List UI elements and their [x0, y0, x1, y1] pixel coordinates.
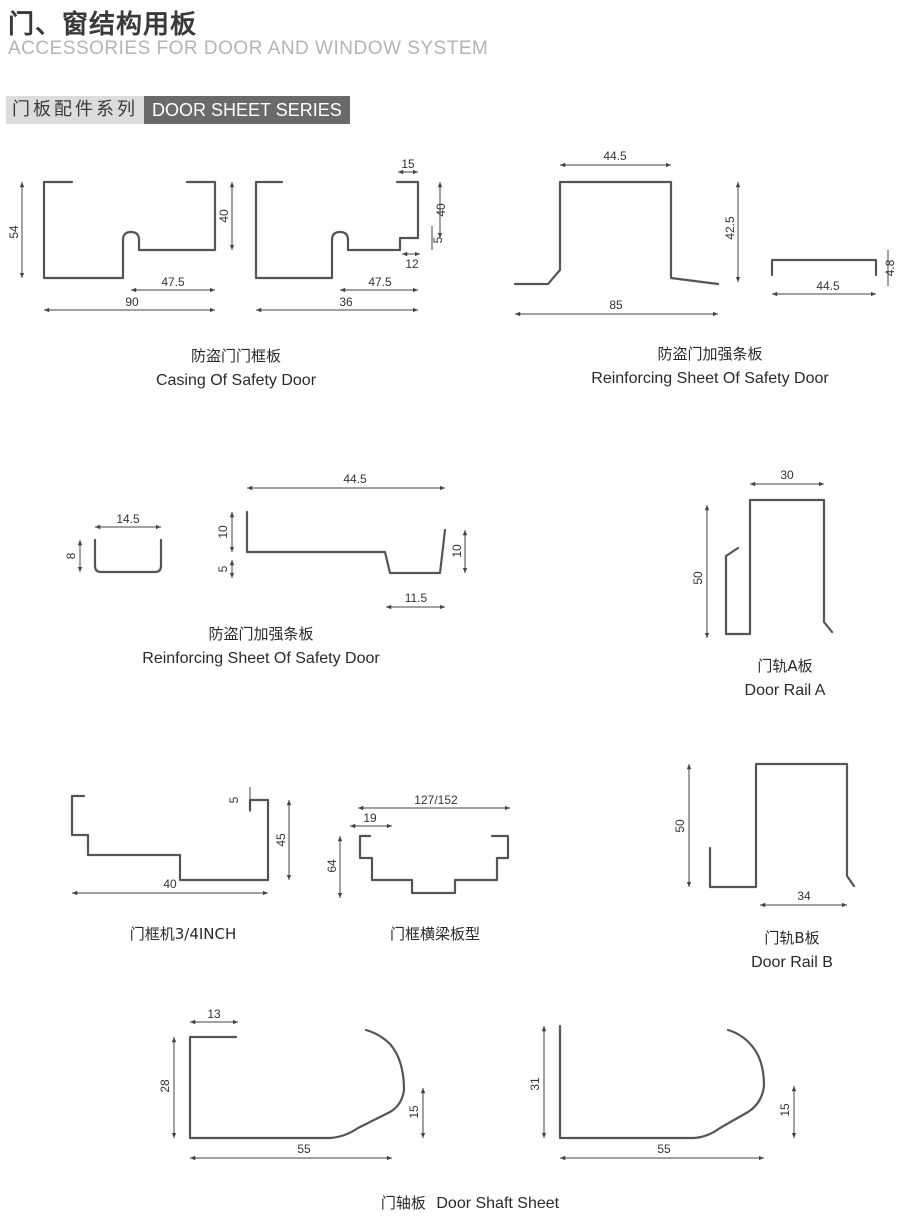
- dim-label: 127/152: [414, 793, 458, 807]
- dim-label: 14.5: [116, 512, 140, 526]
- door-frame-profile: 5 45 40: [70, 787, 292, 896]
- dim-label: 15: [407, 1105, 421, 1119]
- dim-label: 5: [227, 796, 241, 803]
- dim-label: 40: [217, 209, 231, 223]
- casing-profile-2: 15 40 5 12 47.5 36: [254, 157, 448, 313]
- reinforcing-hat-profile: 44.5 42.5 85: [513, 149, 741, 317]
- dim-label: 47.5: [161, 275, 185, 289]
- dim-label: 55: [297, 1142, 311, 1156]
- dim-label: 44.5: [603, 149, 627, 163]
- dim-label: 30: [780, 468, 794, 482]
- caption-reinforcing-1: 防盗门加强条板 Reinforcing Sheet Of Safety Door: [591, 343, 828, 388]
- dim-label: 13: [207, 1007, 221, 1021]
- caption-door-rail-a: 门轨A板 Door Rail A: [745, 655, 826, 700]
- page-title-cn: 门、窗结构用板: [8, 10, 198, 40]
- dim-label: 5: [216, 565, 230, 572]
- dim-label: 50: [691, 571, 705, 585]
- caption-door-frame: 门框机3/4INCH: [130, 923, 237, 950]
- shaft-profile-2: 31 15 55: [528, 1024, 797, 1161]
- reinforcing-step-profile: 44.5 10 5 10 11.5: [216, 472, 468, 610]
- caption-en: Reinforcing Sheet Of Safety Door: [142, 650, 380, 667]
- dim-label: 50: [673, 819, 687, 833]
- caption-reinforcing-2: 防盗门加强条板 Reinforcing Sheet Of Safety Door: [142, 623, 379, 668]
- caption-casing: 防盗门门框板 Casing Of Safety Door: [156, 345, 316, 390]
- dim-label: 15: [401, 157, 415, 171]
- caption-cn: 门轨A板: [757, 657, 813, 675]
- caption-crossbeam: 门框横梁板型: [390, 923, 480, 950]
- section-label-cn: 门板配件系列: [6, 96, 144, 124]
- dim-label: 4.8: [883, 259, 897, 276]
- caption-en: Door Rail A: [744, 682, 826, 699]
- caption-cn: 防盗门加强条板: [657, 345, 763, 363]
- caption-cn: 防盗门门框板: [190, 347, 282, 365]
- dim-label: 12: [405, 257, 419, 271]
- dim-label: 54: [7, 225, 21, 239]
- dim-label: 42.5: [723, 216, 737, 240]
- dim-label: 5: [431, 236, 445, 243]
- dim-label: 85: [609, 298, 623, 312]
- caption-en: Casing Of Safety Door: [155, 372, 317, 389]
- dim-label: 64: [325, 859, 339, 873]
- casing-profile-1: 54 90 47.5 40: [7, 180, 235, 313]
- dim-label: 11.5: [405, 591, 428, 605]
- page-title-en: ACCESSORIES FOR DOOR AND WINDOW SYSTEM: [8, 38, 489, 59]
- caption-en: Door Shaft Sheet: [436, 1195, 560, 1212]
- dim-label: 19: [363, 811, 377, 825]
- shaft-profile-1: 13 28 15 55: [158, 1007, 426, 1161]
- caption-en: Door Rail B: [751, 954, 833, 971]
- caption-cn: 门轨B板: [764, 929, 820, 947]
- dim-label: 44.5: [343, 472, 367, 486]
- dim-label: 10: [450, 544, 464, 558]
- door-rail-b-profile: 50 34: [673, 762, 856, 908]
- caption-en: Reinforcing Sheet Of Safety Door: [591, 370, 829, 387]
- door-rail-a-profile: 30 50: [691, 468, 834, 638]
- dim-label: 40: [163, 877, 177, 891]
- dim-label: 10: [216, 525, 230, 539]
- caption-cn: 门框横梁板型: [389, 925, 481, 943]
- dim-label: 34: [797, 889, 811, 903]
- caption-door-shaft: 门轴板 Door Shaft Sheet: [381, 1192, 559, 1213]
- dim-label: 28: [158, 1079, 172, 1093]
- dim-label: 40: [434, 203, 448, 217]
- caption-cn: 门轴板: [380, 1194, 426, 1212]
- dim-label: 36: [339, 295, 353, 309]
- dim-label: 31: [528, 1077, 542, 1091]
- dim-label: 44.5: [816, 279, 840, 293]
- dim-label: 55: [657, 1142, 671, 1156]
- caption-door-rail-b: 门轨B板 Door Rail B: [751, 927, 833, 972]
- section-label-en: DOOR SHEET SERIES: [144, 96, 350, 124]
- dim-label: 8: [64, 552, 78, 559]
- dim-label: 45: [274, 833, 288, 847]
- crossbeam-profile: 127/152 19 64: [325, 793, 510, 898]
- caption-cn: 门框机3/4INCH: [129, 925, 237, 943]
- dim-label: 15: [778, 1103, 792, 1117]
- dim-label: 90: [125, 295, 139, 309]
- reinforcing-small-channel: 44.5 4.8: [770, 250, 897, 297]
- reinforcing-small-u: 14.5 8: [64, 512, 163, 574]
- caption-cn: 防盗门加强条板: [208, 625, 314, 643]
- dim-label: 47.5: [368, 275, 392, 289]
- section-header: 门板配件系列 DOOR SHEET SERIES: [6, 96, 350, 124]
